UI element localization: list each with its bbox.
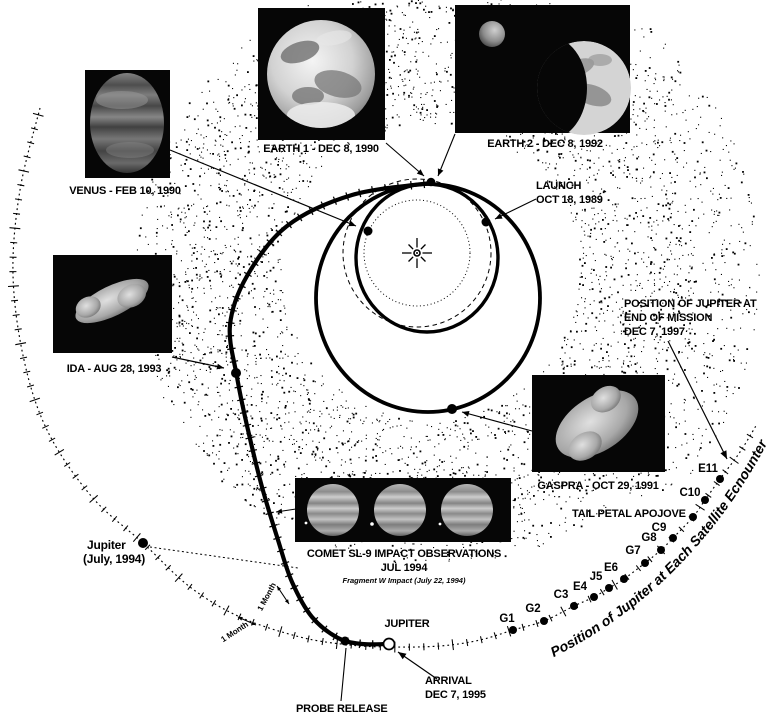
inset-photos <box>53 5 665 542</box>
earth1-photo <box>258 8 385 140</box>
end-of-mission-line2: END OF MISSION <box>624 312 713 324</box>
gaspra-label: GASPRA - OCT 29, 1991 <box>537 480 658 492</box>
earth-orbit <box>342 178 492 328</box>
encounter-label-e11: E11 <box>698 463 718 475</box>
earth1-label: EARTH 1 - DEC 8, 1990 <box>263 143 379 155</box>
probe-release-label: PROBE RELEASE <box>296 703 388 715</box>
encounter-dot-e4 <box>590 593 598 601</box>
inner-planet-orbits <box>342 178 492 328</box>
encounter-label-g2: G2 <box>525 603 540 615</box>
launch-dot <box>481 217 491 227</box>
encounter-dot-j5 <box>605 584 613 592</box>
month-scale-spiral: 1 Month <box>256 581 278 612</box>
venus-orbit <box>363 199 471 307</box>
gaspra-photo <box>532 375 665 472</box>
earth-flyby-dot <box>426 177 436 187</box>
encounter-dot-e6 <box>620 575 628 583</box>
encounter-label-g1: G1 <box>499 613 515 625</box>
ida-label: IDA - AUG 28, 1993 <box>67 363 162 375</box>
encounter-label-e6: E6 <box>604 562 618 574</box>
tail-petal-apojove-dot <box>689 513 697 521</box>
encounter-label-c9: C9 <box>652 522 667 534</box>
trajectory-loop-1 <box>354 182 500 334</box>
ida-flyby-dot <box>231 368 241 378</box>
encounter-dot-g7 <box>641 559 649 567</box>
sl9-photo-strip <box>295 478 511 542</box>
encounter-dot-c3 <box>570 602 578 610</box>
arrival-line1: ARRIVAL <box>425 675 472 687</box>
svg-text:1 Month: 1 Month <box>219 620 250 644</box>
tail-petal-apojove-label: TAIL PETAL APOJOVE <box>572 508 686 520</box>
encounter-dot-g1 <box>509 626 517 634</box>
venus-flyby-dot <box>363 226 373 236</box>
encounter-dot-g2 <box>540 617 548 625</box>
encounter-label-j5: J5 <box>590 571 603 583</box>
venus-label: VENUS - FEB 10, 1990 <box>69 185 181 197</box>
encounter-label-c3: C3 <box>554 589 569 601</box>
jupiter-july-line2: (July, 1994) <box>83 552 145 566</box>
encounter-label-g8: G8 <box>641 532 657 544</box>
trajectory-loop-2 <box>314 182 542 414</box>
month-scale-orbit: 1 Month <box>219 620 250 644</box>
gaspra-flyby-dot <box>447 404 457 414</box>
jupiter-orbit-arc <box>7 107 758 653</box>
encounter-dot-c10 <box>701 496 709 504</box>
arrival-line2: DEC 7, 1995 <box>425 689 486 701</box>
sl9-note: Fragment W Impact (July 22, 1994) <box>343 576 466 585</box>
end-of-mission-line1: POSITION OF JUPITER AT <box>624 298 757 310</box>
sl9-label-line2: JUL 1994 <box>381 562 429 574</box>
callout-lines <box>149 133 728 702</box>
encounter-dot-e11 <box>716 475 724 483</box>
earth2-photo <box>455 5 631 135</box>
encounter-dot-g8 <box>657 546 665 554</box>
encounter-label-e4: E4 <box>573 581 588 593</box>
encounter-label-g7: G7 <box>625 545 640 557</box>
jupiter-july-1994-dot <box>138 538 148 548</box>
sun-icon <box>402 238 432 268</box>
encounter-dot-c9 <box>669 534 677 542</box>
jupiter-arrival-circle <box>382 637 396 651</box>
launch-label-line1: LAUNCH <box>536 180 581 192</box>
end-of-mission-line3: DEC 7, 1997 <box>624 326 685 338</box>
earth2-label: EARTH 2 - DEC 8, 1992 <box>487 138 603 150</box>
jupiter-july-line1: Jupiter <box>87 538 126 552</box>
sl9-label-line1: COMET SL-9 IMPACT OBSERVATIONS <box>307 548 501 560</box>
ida-photo <box>53 255 172 353</box>
venus-photo <box>85 70 170 178</box>
encounter-label-c10: C10 <box>679 487 700 499</box>
launch-label-line2: OCT 18, 1989 <box>536 194 603 206</box>
svg-text:1 Month: 1 Month <box>256 581 278 612</box>
probe-release-dot <box>340 636 350 646</box>
jupiter-label: JUPITER <box>384 618 429 630</box>
event-markers <box>138 177 491 651</box>
